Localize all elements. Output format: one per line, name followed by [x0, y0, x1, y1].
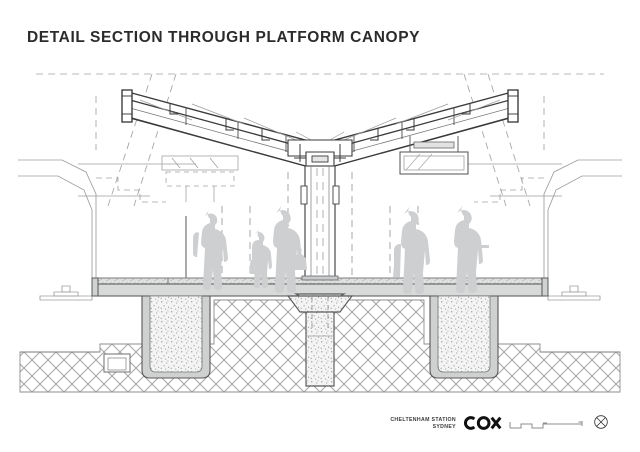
right-service-trench — [429, 295, 499, 379]
setting-out-lines — [36, 73, 604, 207]
platform-slab — [91, 275, 549, 297]
graphic-scale-bar — [509, 421, 583, 429]
suspended-signage-box — [399, 136, 469, 175]
right-rolling-stock-envelope — [543, 159, 622, 286]
right-envelope-pedestal — [547, 285, 601, 301]
figure-adult-backpack — [193, 210, 228, 290]
figure-adult-standing — [393, 206, 430, 294]
canopy-outrigger-brackets — [169, 104, 471, 141]
canopy-apex-connection — [287, 139, 353, 169]
left-services-detail — [161, 155, 239, 202]
left-rolling-stock-envelope — [18, 159, 97, 286]
central-steel-column — [300, 165, 340, 295]
title-block: CHELTENHAM STATION SYDNEY — [360, 409, 630, 449]
project-name: CHELTENHAM STATION SYDNEY — [360, 417, 456, 430]
cox-logo — [464, 416, 502, 430]
setting-out-steps — [96, 177, 544, 203]
page-title: DETAIL SECTION THROUGH PLATFORM CANOPY — [27, 29, 421, 46]
north-point-symbol — [594, 415, 608, 429]
concrete-pad-footing — [286, 293, 354, 387]
figure-adult-bag — [252, 205, 307, 293]
left-drainage-box — [103, 353, 131, 373]
project-name-line-1: CHELTENHAM STATION — [390, 417, 456, 423]
project-name-line-2: SYDNEY — [432, 423, 456, 430]
left-envelope-pedestal — [39, 285, 93, 301]
canopy-rafter-joints — [185, 107, 455, 152]
figure-adult-phone — [454, 205, 489, 293]
left-service-trench — [141, 295, 211, 379]
